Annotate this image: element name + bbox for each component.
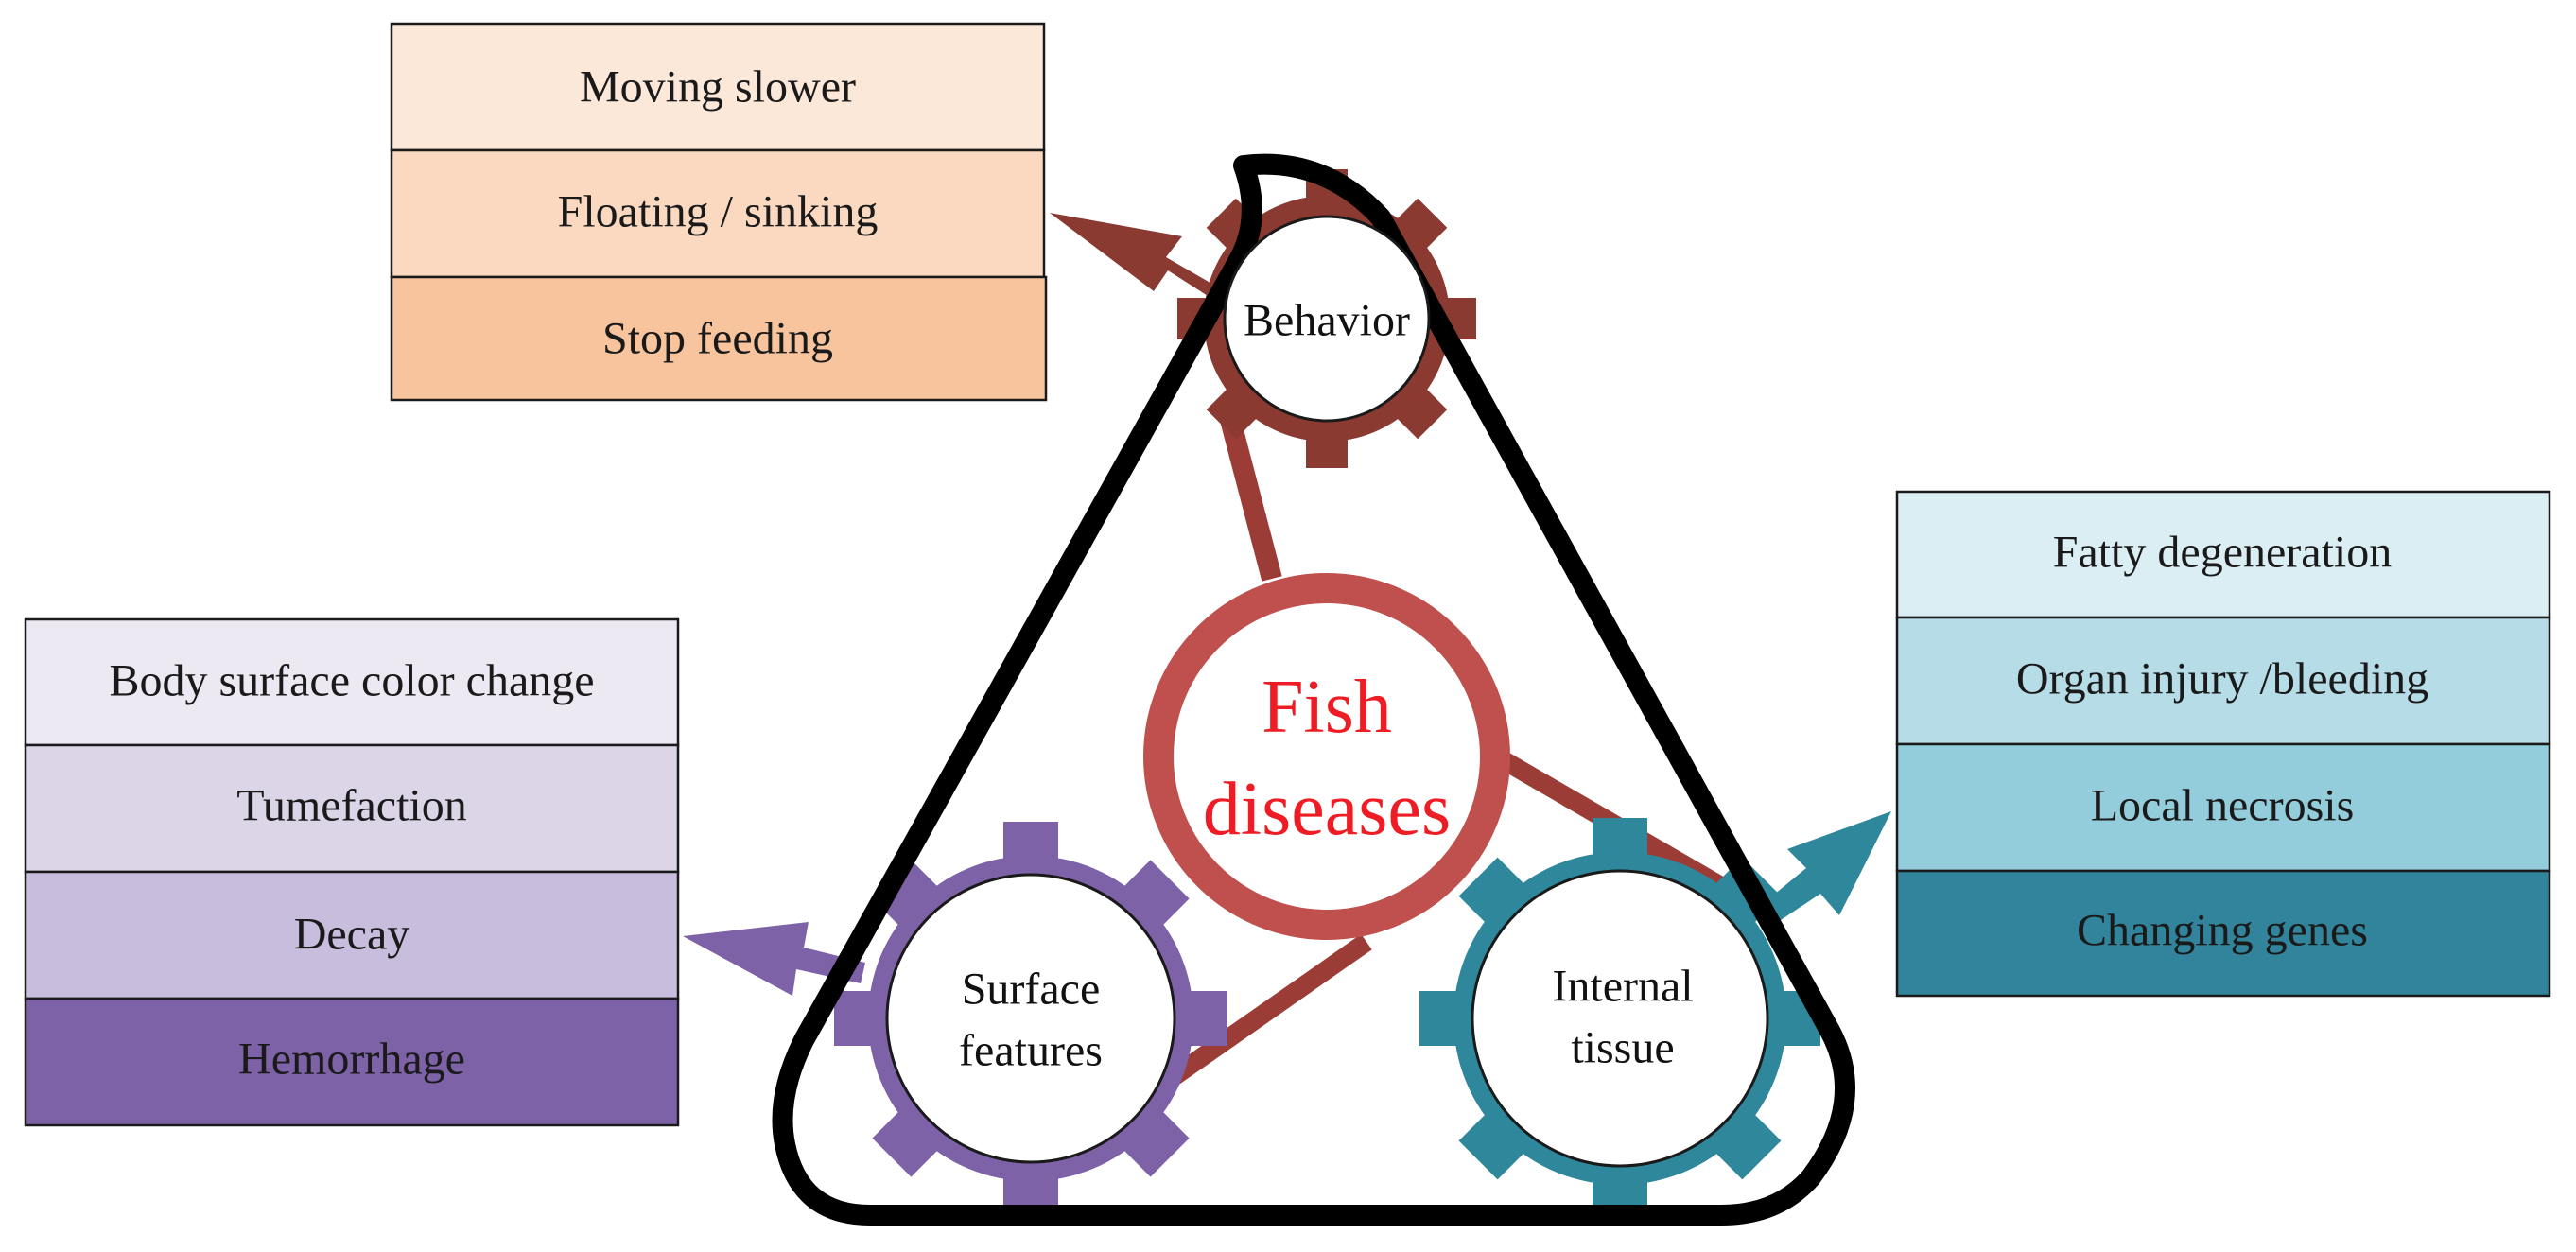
internal-gear-label-line1: Internal: [1552, 962, 1693, 1012]
gear-tooth: [1593, 818, 1647, 856]
internal-gear-label-line2: tissue: [1571, 1023, 1674, 1073]
surface-item-label: Body surface color change: [109, 656, 594, 706]
internal-item-label: Changing genes: [2077, 906, 2368, 956]
surface-gear-label-line2: features: [959, 1026, 1103, 1076]
triangle-frame: [772, 153, 1855, 1226]
behavior-gear-label: Behavior: [1244, 296, 1410, 346]
behavior-item-bg: [390, 275, 1048, 402]
gear-tooth: [1419, 991, 1457, 1046]
surface-item-bg: [24, 617, 680, 747]
gear-tooth: [872, 1111, 938, 1177]
gear-tooth: [1458, 857, 1524, 923]
internal-arrow: [1764, 811, 1891, 922]
surface-symptom-box: Body surface color change Tumefaction De…: [24, 617, 680, 1127]
center-title-line2: diseases: [1203, 768, 1451, 851]
gear-tooth: [1206, 388, 1258, 440]
connector-surface: [1153, 933, 1372, 1096]
behavior-item-label: Floating / sinking: [558, 187, 879, 237]
internal-gear-hub: [1471, 869, 1769, 1168]
internal-item-label: Organ injury /bleeding: [2016, 654, 2428, 704]
gear-tooth: [1190, 991, 1227, 1046]
behavior-item-label: Moving slower: [580, 62, 856, 113]
behavior-item-label: Stop feeding: [602, 314, 833, 364]
internal-item-bg: [1895, 490, 2551, 619]
center-title-line1: Fish: [1262, 666, 1392, 749]
surface-item-label: Decay: [294, 910, 410, 960]
gear-tooth: [1396, 388, 1448, 440]
gear-tooth: [1396, 198, 1448, 250]
gear-tooth: [1306, 438, 1348, 468]
internal-symptom-box: Fatty degeneration Organ injury /bleedin…: [1895, 490, 2551, 998]
gear-tooth: [1715, 1114, 1782, 1180]
connector-behavior: [1219, 413, 1282, 582]
surface-arrow: [683, 922, 865, 996]
surface-gear-hub: [885, 873, 1176, 1164]
behavior-item-bg: [390, 148, 1046, 279]
gear-tooth: [834, 991, 872, 1046]
gear-tooth: [1123, 1111, 1190, 1177]
surface-item-bg: [24, 743, 680, 874]
surface-gear-label-line1: Surface: [962, 965, 1101, 1015]
behavior-symptom-box: Moving slower Floating / sinking Stop fe…: [390, 22, 1048, 402]
internal-item-bg: [1895, 742, 2551, 873]
gear-tooth: [1123, 860, 1190, 926]
internal-item-label: Fatty degeneration: [2053, 528, 2393, 578]
surface-item-label: Hemorrhage: [238, 1035, 465, 1085]
surface-item-bg: [24, 997, 680, 1127]
surface-item-bg: [24, 870, 680, 1000]
behavior-gear-hub: [1223, 215, 1431, 423]
behavior-item-bg: [390, 22, 1046, 152]
gear-tooth: [1003, 822, 1058, 860]
behavior-arrow: [1050, 213, 1220, 301]
gear-tooth: [1458, 1114, 1524, 1180]
surface-item-label: Tumefaction: [236, 781, 467, 831]
center-ring: [1143, 573, 1510, 940]
internal-item-label: Local necrosis: [2091, 781, 2355, 831]
internal-item-bg: [1895, 869, 2551, 998]
